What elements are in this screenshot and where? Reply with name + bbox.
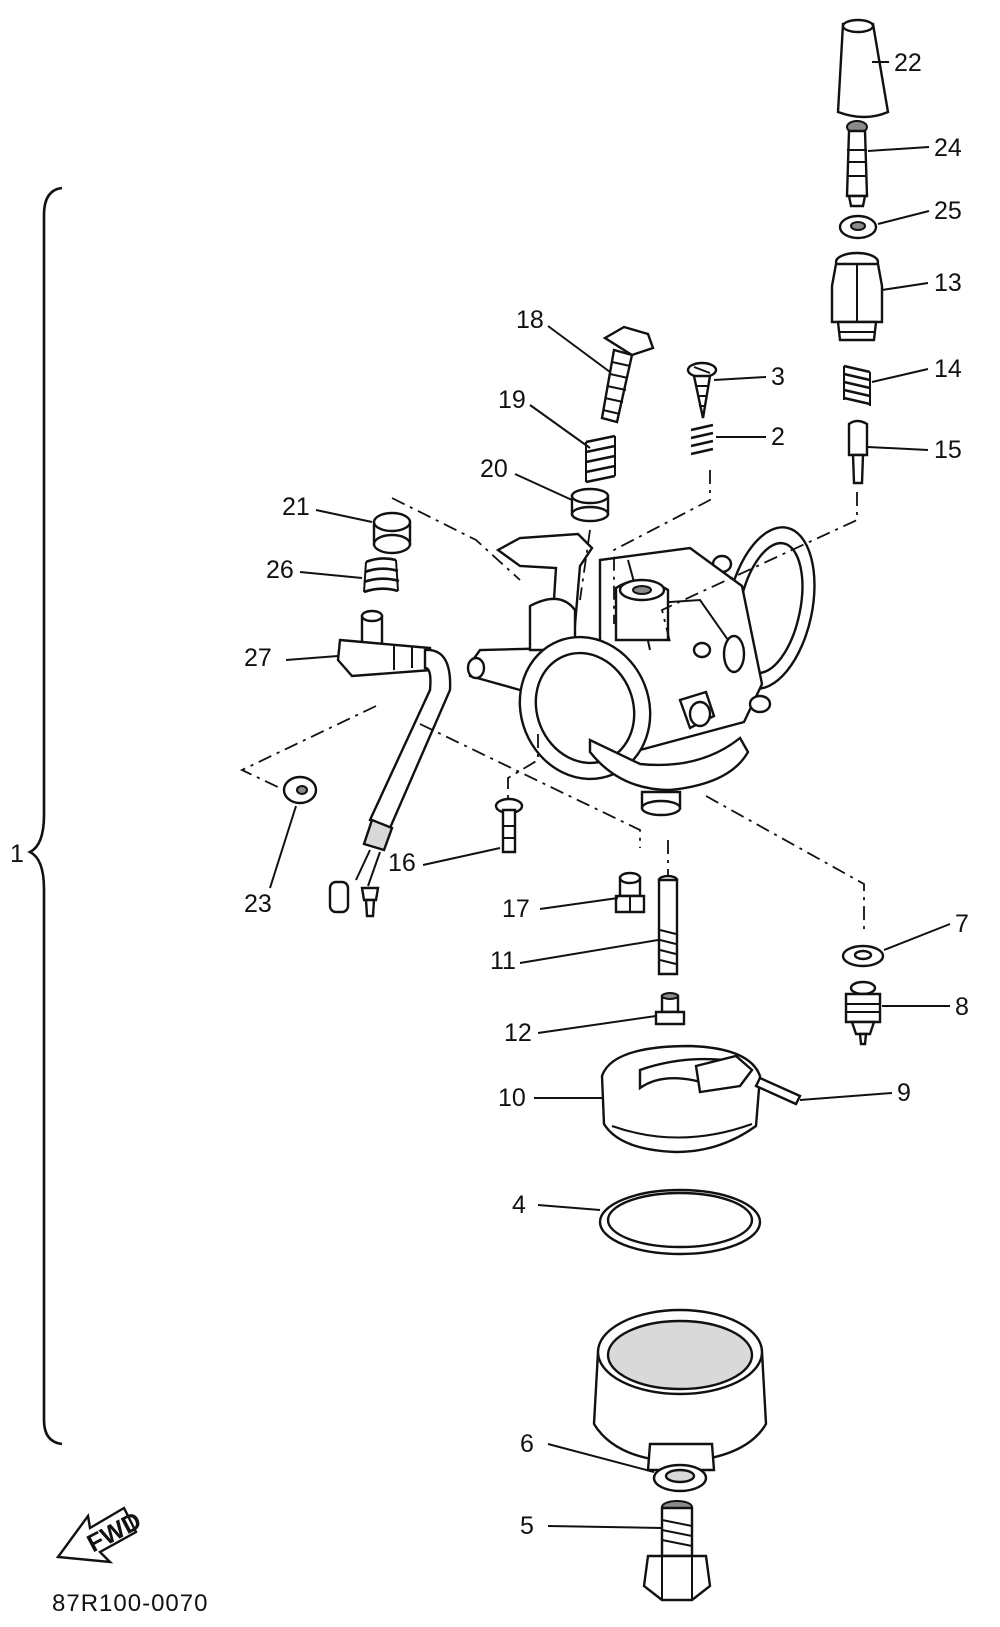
- part-7-washer: [841, 944, 885, 968]
- part-20-washer: [570, 487, 610, 523]
- fwd-arrow-icon: FWD: [55, 1506, 146, 1564]
- callout-15: 15: [934, 436, 962, 464]
- callout-4: 4: [512, 1191, 526, 1219]
- part-18-screw: [600, 325, 655, 424]
- part-11-jet: [657, 874, 679, 976]
- callout-11: 11: [490, 947, 516, 975]
- callout-10: 10: [498, 1084, 526, 1112]
- callout-27: 27: [244, 644, 272, 672]
- callout-labels: 22 24 25 13 14 15 3 2 18 19 20 21 26 27 …: [244, 49, 969, 1540]
- part-12-jet: [654, 992, 686, 1026]
- callout-16: 16: [388, 849, 416, 877]
- callout-9: 9: [897, 1079, 911, 1107]
- part-2-spring: [690, 423, 714, 456]
- leader-lines: [269, 61, 951, 1529]
- callout-20: 20: [480, 455, 508, 483]
- callout-12: 12: [504, 1019, 532, 1047]
- part-16-screw: [494, 797, 524, 854]
- callout-19: 19: [498, 386, 526, 414]
- part-14-spring: [843, 364, 871, 406]
- callout-14: 14: [934, 355, 962, 383]
- callout-13: 13: [934, 269, 962, 297]
- part-3-screw: [686, 361, 718, 419]
- part-6-gasket: [652, 1463, 708, 1493]
- part-4-gasket: [598, 1188, 762, 1256]
- part-22-cap: [836, 18, 890, 119]
- callout-3: 3: [771, 363, 785, 391]
- document-code: 87R100-0070: [52, 1590, 209, 1617]
- callout-21: 21: [282, 493, 310, 521]
- part-8-valve: [844, 980, 882, 1046]
- callout-8: 8: [955, 993, 969, 1021]
- assembly-lines: [239, 470, 865, 930]
- callout-6: 6: [520, 1430, 534, 1458]
- callout-2: 2: [771, 423, 785, 451]
- callout-22: 22: [894, 49, 922, 77]
- part-25-nut: [838, 214, 878, 240]
- part-5-plug: [642, 1500, 712, 1602]
- callout-23: 23: [244, 890, 272, 918]
- part-27-sensor: [328, 609, 452, 918]
- assembly-brace: 1: [10, 186, 63, 1446]
- part-23-grommet: [282, 775, 318, 805]
- part-26-spring: [363, 557, 400, 594]
- part-9-pin: [754, 1076, 802, 1106]
- callout-1: 1: [10, 840, 24, 868]
- part-19-spring: [585, 434, 616, 484]
- part-10-float: [600, 1044, 762, 1154]
- part-13-housing: [830, 251, 884, 342]
- float-bowl: [592, 1308, 768, 1472]
- part-15-plunger: [847, 419, 869, 485]
- callout-5: 5: [520, 1512, 534, 1540]
- part-21-cap: [372, 511, 412, 555]
- carburetor-body: [466, 526, 816, 817]
- callout-7: 7: [955, 910, 969, 938]
- callout-17: 17: [502, 895, 530, 923]
- callout-24: 24: [934, 134, 962, 162]
- part-17-screw: [614, 871, 646, 914]
- part-24-valve: [845, 120, 869, 208]
- callout-18: 18: [516, 306, 544, 334]
- callout-26: 26: [266, 556, 294, 584]
- callout-25: 25: [934, 197, 962, 225]
